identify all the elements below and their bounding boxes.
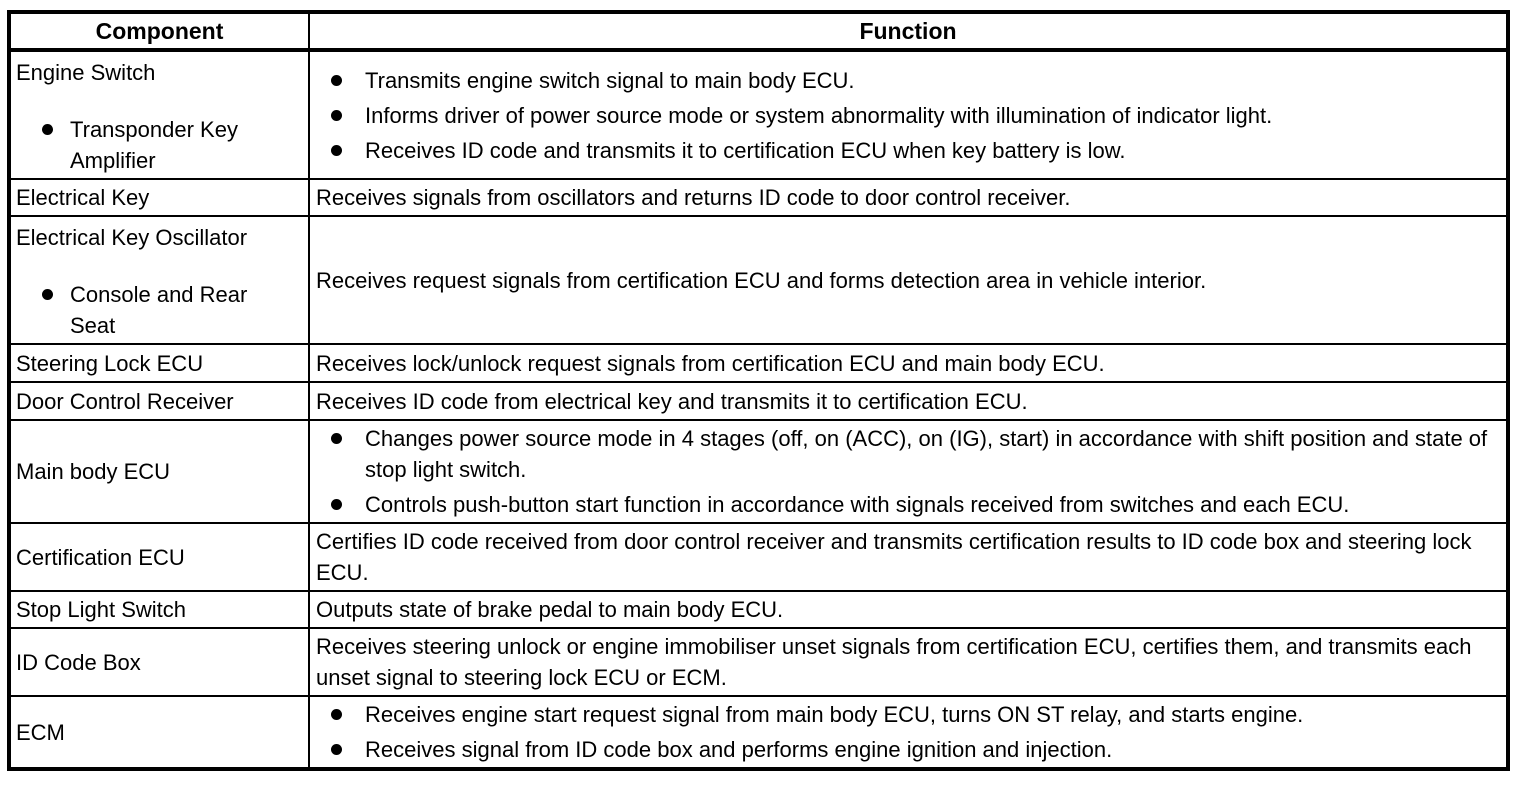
component-cell: Engine Switch Transponder Key Amplifier bbox=[8, 49, 310, 180]
table-row-electrical-key-oscillator: Electrical Key Oscillator Console and Re… bbox=[8, 215, 1509, 345]
bullet-text: Receives signal from ID code box and per… bbox=[365, 737, 1113, 762]
component-title: Engine Switch bbox=[16, 60, 156, 85]
bullet-text: Console and Rear Seat bbox=[70, 282, 248, 338]
function-cell: Receives request signals from certificat… bbox=[308, 215, 1509, 345]
bullet-text: Receives ID code and transmits it to cer… bbox=[365, 137, 1126, 163]
bullet-text: Receives engine start request signal fro… bbox=[365, 702, 1304, 727]
table-row-id-code-box: ID Code Box Receives steering unlock or … bbox=[8, 627, 1509, 697]
function-text: Outputs state of brake pedal to main bod… bbox=[316, 597, 784, 622]
table-row-main-body-ecu: Main body ECU Changes power source mode … bbox=[8, 419, 1509, 524]
component-cell: ID Code Box bbox=[8, 627, 310, 697]
component-title: Steering Lock ECU bbox=[16, 350, 204, 376]
table-row-certification-ecu: Certification ECU Certifies ID code rece… bbox=[8, 522, 1509, 592]
component-title: Certification ECU bbox=[16, 544, 185, 570]
function-bullet-list: Transmits engine switch signal to main b… bbox=[316, 65, 1500, 166]
header-row: Component Function bbox=[8, 11, 1509, 52]
function-text: Receives steering unlock or engine immob… bbox=[316, 634, 1472, 690]
bullet-icon bbox=[331, 709, 342, 720]
function-text: Receives ID code from electrical key and… bbox=[316, 388, 1028, 414]
function-text: Receives signals from oscillators and re… bbox=[316, 185, 1071, 210]
component-title: Electrical Key bbox=[16, 185, 150, 210]
bullet-icon bbox=[42, 289, 53, 300]
component-title: Main body ECU bbox=[16, 459, 171, 484]
list-item: Changes power source mode in 4 stages (o… bbox=[316, 423, 1500, 485]
bullet-text: Transmits engine switch signal to main b… bbox=[365, 67, 855, 93]
table-row-stop-light-switch: Stop Light Switch Outputs state of brake… bbox=[8, 590, 1509, 629]
table-row-ecm: ECM Receives engine start request signal… bbox=[8, 695, 1509, 770]
bullet-icon bbox=[331, 744, 342, 755]
list-item: Transmits engine switch signal to main b… bbox=[316, 65, 1500, 96]
function-text: Receives request signals from certificat… bbox=[316, 267, 1207, 293]
component-cell: Steering Lock ECU bbox=[8, 343, 310, 383]
component-bullet-list: Transponder Key Amplifier bbox=[16, 114, 302, 176]
bullet-icon bbox=[331, 433, 342, 444]
function-cell: Changes power source mode in 4 stages (o… bbox=[308, 419, 1509, 524]
function-cell: Receives ID code from electrical key and… bbox=[308, 381, 1509, 421]
function-cell: Receives engine start request signal fro… bbox=[308, 695, 1509, 770]
function-bullet-list: Changes power source mode in 4 stages (o… bbox=[316, 423, 1500, 520]
list-item: Receives signal from ID code box and per… bbox=[316, 734, 1500, 765]
list-item: Controls push-button start function in a… bbox=[316, 489, 1500, 520]
component-cell: Main body ECU bbox=[8, 419, 310, 524]
component-cell: Electrical Key bbox=[8, 178, 310, 217]
component-function-table: Component Function Engine Switch Transpo… bbox=[7, 10, 1510, 771]
function-text: Receives lock/unlock request signals fro… bbox=[316, 350, 1105, 376]
bullet-text: Informs driver of power source mode or s… bbox=[365, 102, 1273, 128]
list-item: Receives engine start request signal fro… bbox=[316, 699, 1500, 730]
function-cell: Transmits engine switch signal to main b… bbox=[308, 49, 1509, 180]
function-text: Certifies ID code received from door con… bbox=[316, 529, 1472, 585]
table-row-electrical-key: Electrical Key Receives signals from osc… bbox=[8, 178, 1509, 217]
function-cell: Certifies ID code received from door con… bbox=[308, 522, 1509, 592]
list-item: Transponder Key Amplifier bbox=[16, 114, 302, 176]
component-cell: Electrical Key Oscillator Console and Re… bbox=[8, 215, 310, 345]
function-cell: Receives signals from oscillators and re… bbox=[308, 178, 1509, 217]
bullet-icon bbox=[331, 109, 342, 121]
bullet-text: Changes power source mode in 4 stages (o… bbox=[365, 426, 1488, 482]
component-cell: Door Control Receiver bbox=[8, 381, 310, 421]
component-cell: ECM bbox=[8, 695, 310, 770]
component-cell: Stop Light Switch bbox=[8, 590, 310, 629]
component-title: ID Code Box bbox=[16, 649, 141, 675]
component-title: Electrical Key Oscillator bbox=[16, 225, 248, 250]
component-title: ECM bbox=[16, 719, 65, 745]
bullet-icon bbox=[42, 124, 53, 135]
bullet-icon bbox=[331, 144, 342, 156]
column-header-function: Function bbox=[308, 11, 1509, 52]
bullet-icon bbox=[331, 74, 342, 86]
component-bullet-list: Console and Rear Seat bbox=[16, 279, 302, 341]
table-row-steering-lock-ecu: Steering Lock ECU Receives lock/unlock r… bbox=[8, 343, 1509, 383]
function-bullet-list: Receives engine start request signal fro… bbox=[316, 699, 1500, 765]
bullet-icon bbox=[331, 499, 342, 510]
table-row-door-control-receiver: Door Control Receiver Receives ID code f… bbox=[8, 381, 1509, 421]
bullet-text: Transponder Key Amplifier bbox=[70, 117, 238, 173]
component-title: Stop Light Switch bbox=[16, 597, 186, 622]
list-item: Console and Rear Seat bbox=[16, 279, 302, 341]
component-cell: Certification ECU bbox=[8, 522, 310, 592]
table-row-engine-switch: Engine Switch Transponder Key Amplifier … bbox=[8, 49, 1509, 180]
bullet-text: Controls push-button start function in a… bbox=[365, 492, 1350, 517]
component-title: Door Control Receiver bbox=[16, 388, 234, 414]
function-cell: Outputs state of brake pedal to main bod… bbox=[308, 590, 1509, 629]
column-header-component: Component bbox=[8, 11, 310, 52]
function-cell: Receives lock/unlock request signals fro… bbox=[308, 343, 1509, 383]
function-cell: Receives steering unlock or engine immob… bbox=[308, 627, 1509, 697]
list-item: Receives ID code and transmits it to cer… bbox=[316, 135, 1500, 166]
list-item: Informs driver of power source mode or s… bbox=[316, 100, 1500, 131]
